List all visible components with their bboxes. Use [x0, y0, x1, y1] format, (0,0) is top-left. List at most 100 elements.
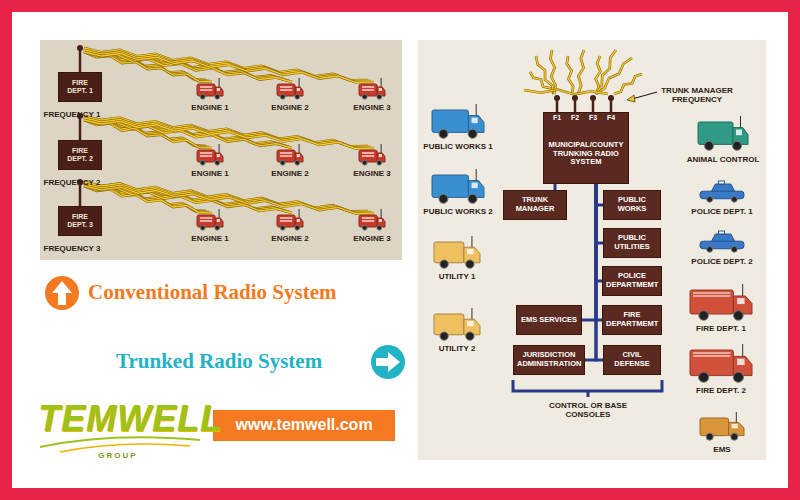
heading: Trunked Radio System: [116, 349, 322, 374]
fire-icon: [299, 144, 300, 153]
vehicle-label: ENGINE 1: [191, 234, 228, 243]
fire-icon: [280, 225, 285, 230]
logo-text: TEMWELL: [38, 398, 223, 440]
fire-icon: [219, 209, 220, 218]
fire-icon: [297, 154, 300, 157]
lightning-bolt: [84, 120, 374, 148]
truck-icon: [468, 194, 477, 203]
arrow-badge: [45, 276, 79, 310]
box-text: CIVIL DEFENSE: [607, 351, 657, 368]
logo-swoosh: [60, 444, 190, 452]
van-icon: [467, 249, 473, 254]
fire-icon: [197, 215, 215, 227]
transmitter-box: FIRE DEPT. 1: [58, 72, 102, 102]
fire-icon: [737, 298, 744, 304]
box-text: FIRE DEPT. 2: [62, 147, 98, 163]
truck-icon: [432, 175, 468, 197]
fire-icon: [693, 295, 730, 296]
antenna-tip: [77, 45, 83, 51]
photo-panel: [418, 40, 766, 460]
lightning-bolt: [524, 90, 608, 95]
box-text: FIRE DEPARTMEMT: [606, 311, 658, 328]
lightning-bolt: [614, 74, 642, 94]
vehicle-label: ENGINE 2: [271, 103, 308, 112]
fire-icon: [377, 225, 382, 230]
url-banner: [213, 410, 395, 441]
fire-icon: [690, 290, 733, 314]
fire-icon: [693, 355, 730, 356]
vehicle-label: ENGINE 3: [353, 234, 390, 243]
box-text: JURISDICTION ADMINISTRATION: [517, 351, 581, 368]
lightning-bolt: [596, 58, 632, 94]
fire-icon: [297, 88, 300, 91]
fire-icon: [215, 160, 220, 165]
box-text: MUNICIPAL/COUNTY TRUNKING RADIO SYSTEM: [547, 141, 625, 167]
van-icon: [466, 260, 474, 268]
vehicle-label: EMS: [713, 445, 730, 454]
fire-icon: [280, 152, 292, 153]
van-icon: [736, 412, 737, 422]
van-icon: [700, 412, 744, 440]
truck-icon: [439, 194, 448, 203]
fire-icon: [379, 88, 382, 91]
transmitter-box: FIRE DEPT. 2: [58, 140, 102, 170]
vehicle-label: ENGINE 2: [271, 234, 308, 243]
van-icon: [434, 314, 464, 335]
arrow-badge: [371, 345, 405, 379]
fire-icon: [297, 219, 300, 222]
lightning-bolt: [578, 50, 584, 94]
vehicle-label: UTILITY 1: [439, 272, 476, 281]
transmitter-box: FIRE DEPT. 3: [58, 206, 102, 236]
fire-icon: [690, 284, 752, 320]
van-icon: [467, 321, 473, 326]
fire-icon: [217, 88, 220, 91]
vehicle-label: ANIMAL CONTROL: [687, 155, 760, 164]
fire-icon: [197, 150, 215, 162]
antenna-mast: [79, 116, 82, 140]
truck-icon: [472, 183, 478, 189]
truck-icon: [698, 122, 733, 144]
lightning-bolt: [84, 186, 374, 214]
fire-icon: [200, 155, 212, 156]
fire-icon: [280, 217, 292, 218]
up-arrow: [52, 281, 72, 305]
fire-icon: [699, 372, 709, 382]
fire-icon: [277, 150, 295, 162]
fire-icon: [200, 225, 205, 230]
vehicle-label: ENGINE 2: [271, 169, 308, 178]
truck-icon: [432, 104, 484, 138]
lightning-bolt: [550, 50, 555, 94]
truck-icon: [468, 129, 477, 138]
lightning-bolt: [550, 50, 555, 94]
car-icon: [718, 231, 724, 234]
vehicle-label: POLICE DEPT. 1: [691, 207, 752, 216]
fire-icon: [277, 215, 295, 227]
fire-icon: [362, 152, 374, 153]
car-icon: [707, 246, 713, 252]
lightning-bolt: [567, 56, 573, 94]
truck-icon: [432, 169, 484, 203]
console-box: JURISDICTION ADMINISTRATION: [513, 345, 585, 375]
fire-icon: [359, 215, 377, 227]
fire-icon: [733, 372, 743, 382]
car-icon: [700, 191, 744, 199]
fire-icon: [362, 94, 367, 99]
console-box: FIRE DEPARTMEMT: [602, 305, 662, 335]
fire-icon: [362, 220, 374, 221]
group-label: CONTROL OR BASE CONSOLES: [543, 401, 633, 419]
process-box: TRUNK MANAGER: [503, 190, 567, 220]
fire-icon: [362, 155, 374, 156]
vehicle-label: ENGINE 1: [191, 103, 228, 112]
fire-icon: [217, 154, 220, 157]
fire-icon: [299, 209, 300, 218]
fire-icon: [690, 350, 733, 376]
vehicle-label: ENGINE 1: [191, 169, 228, 178]
box-text: TRUNK MANAGER: [507, 196, 563, 213]
fire-icon: [381, 209, 382, 218]
truck-icon: [705, 141, 714, 150]
fire-icon: [200, 94, 205, 99]
van-icon: [700, 418, 729, 436]
console-box: PUBLIC WORKS: [603, 190, 661, 220]
frequency-tag: F3: [589, 114, 597, 121]
lightning-bolt: [578, 50, 584, 94]
